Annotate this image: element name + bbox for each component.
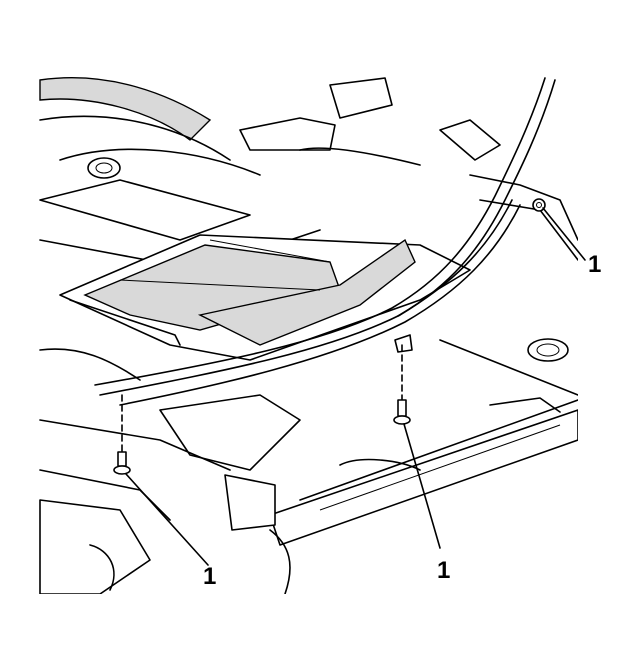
- fastener-upper-right: [532, 198, 546, 212]
- lower-sill: [269, 397, 578, 546]
- center-floor-panel: [59, 234, 471, 361]
- top-bracket: [239, 77, 421, 166]
- fastener-bottom-center: [393, 334, 413, 425]
- leader-line-bottom-left: [125, 473, 209, 566]
- callout-label-bottom-center: 1: [437, 557, 450, 584]
- leader-line-bottom-center: [403, 423, 441, 549]
- lower-left-structure: [39, 348, 301, 594]
- right-rocker-rail: [439, 119, 578, 396]
- brake-lines: [94, 77, 556, 406]
- leader-line-top-right: [542, 207, 586, 261]
- callout-label-top-right: 1: [588, 251, 601, 278]
- callout-label-bottom-left: 1: [203, 563, 216, 590]
- vehicle-underbody: [39, 77, 578, 594]
- fastener-bottom-left: [113, 394, 131, 475]
